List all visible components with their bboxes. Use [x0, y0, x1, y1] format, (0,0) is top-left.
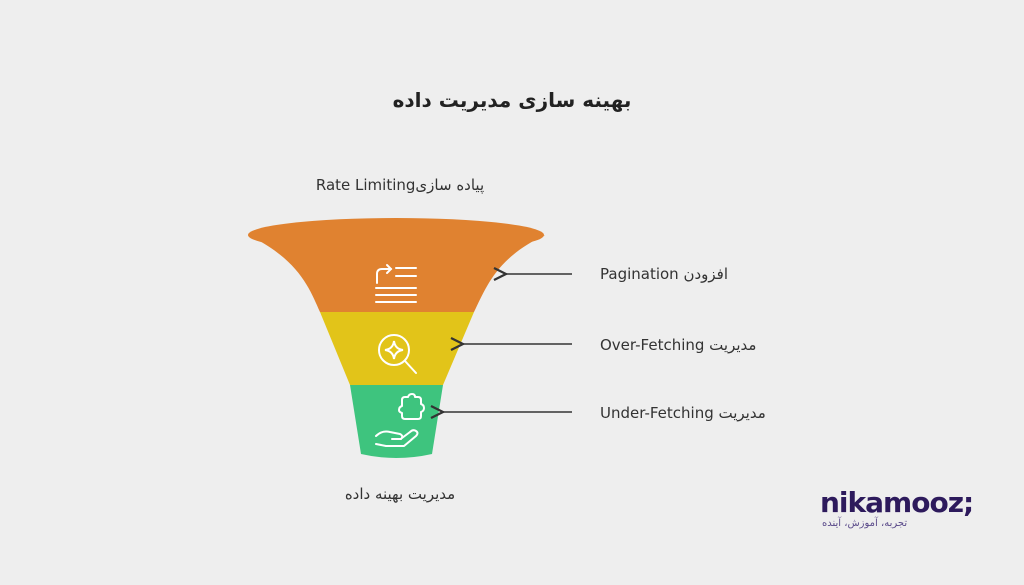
- stage-label-under-fetching: مدیریت Under-Fetching: [600, 404, 766, 422]
- funnel-stage-under-fetching: [350, 385, 443, 458]
- stage-shape: [248, 235, 545, 312]
- nikamooz-logo: nikamooz; تجربه، آموزش، آینده: [820, 486, 974, 530]
- funnel-stage-pagination: [248, 218, 545, 312]
- logo-wordmark: nikamooz;: [820, 486, 974, 519]
- magnifier-sparkle-icon: [378, 334, 417, 374]
- hand-puzzle-icon: [375, 393, 425, 447]
- list-icon: [375, 264, 417, 303]
- logo-tagline: تجربه، آموزش، آینده: [822, 518, 908, 529]
- stage-label-over-fetching: مدیریت Over-Fetching: [600, 336, 757, 354]
- page-title: بهینه سازی مدیریت داده: [392, 88, 632, 112]
- funnel-top-label: پیاده سازیRate Limiting: [315, 176, 485, 194]
- stage-label-pagination: افزودن Pagination: [600, 265, 729, 283]
- funnel-stage-over-fetching: [320, 312, 474, 385]
- funnel-bottom-label: مدیریت بهینه داده: [344, 485, 456, 503]
